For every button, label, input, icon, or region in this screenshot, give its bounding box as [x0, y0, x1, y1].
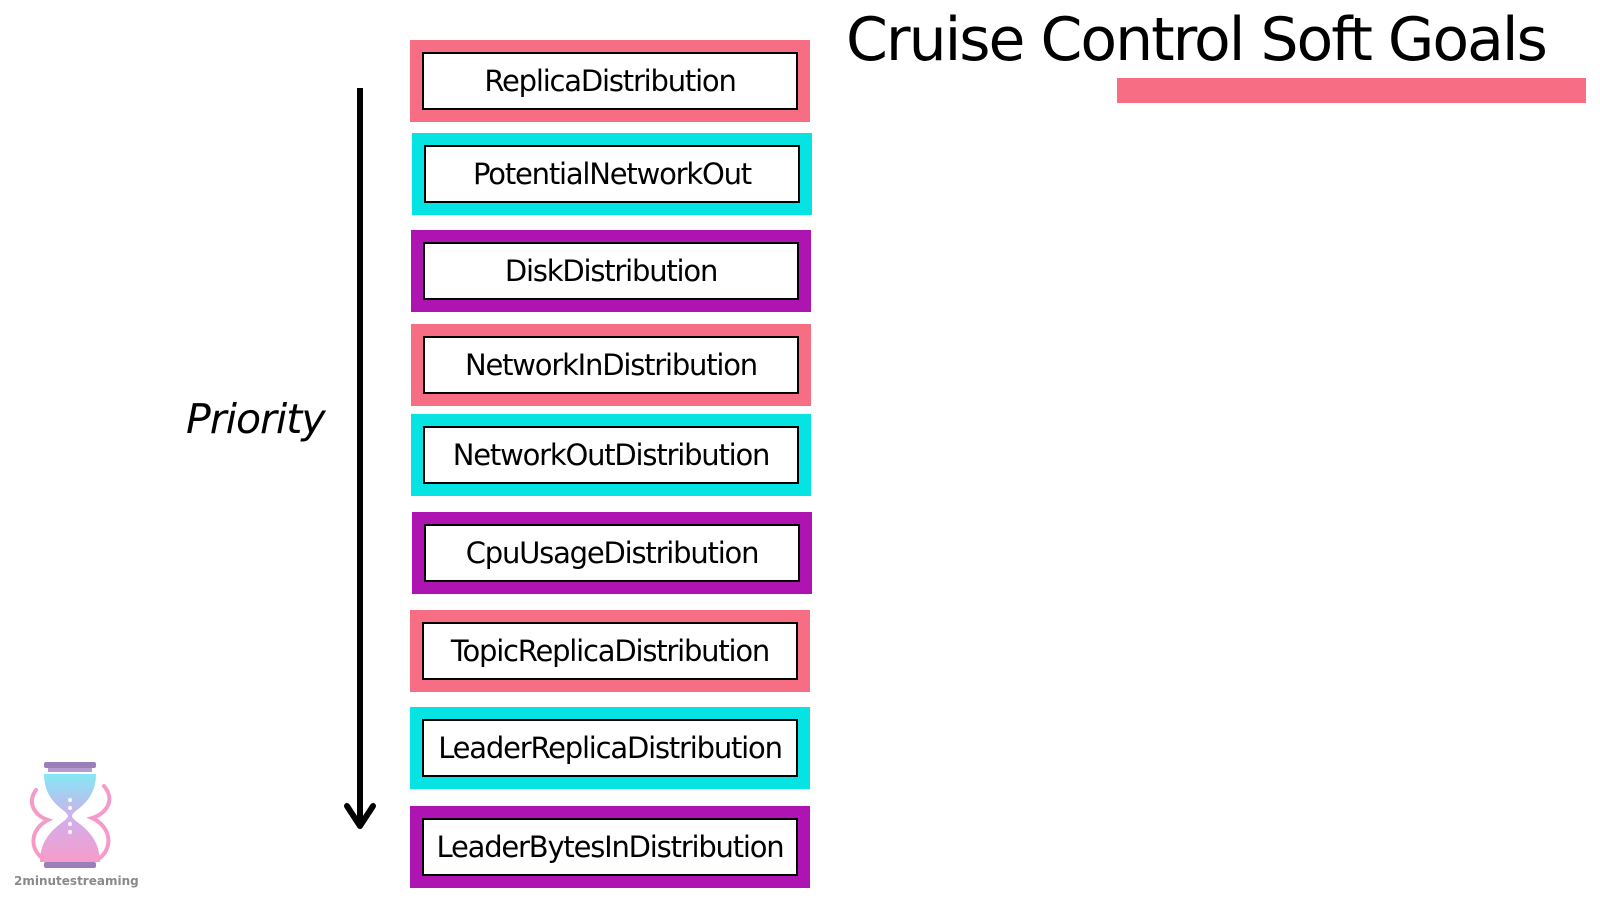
goal-label-box: LeaderReplicaDistribution — [422, 719, 798, 777]
goal-label: DiskDistribution — [504, 254, 718, 288]
title-underline — [1117, 78, 1586, 103]
goal-label-box: DiskDistribution — [423, 242, 799, 300]
goal-box: NetworkInDistribution — [411, 324, 811, 406]
goal-label: CpuUsageDistribution — [465, 536, 760, 570]
goal-label: LeaderBytesInDistribution — [436, 830, 785, 864]
goal-box: PotentialNetworkOut — [412, 133, 812, 215]
goal-label-box: NetworkInDistribution — [423, 336, 799, 394]
goal-label-box: ReplicaDistribution — [422, 52, 798, 110]
goal-label: ReplicaDistribution — [484, 64, 737, 98]
hourglass-icon — [29, 762, 112, 868]
goal-box: DiskDistribution — [411, 230, 811, 312]
goal-box: TopicReplicaDistribution — [410, 610, 810, 692]
goal-box: LeaderBytesInDistribution — [410, 806, 810, 888]
goal-label-box: TopicReplicaDistribution — [422, 622, 798, 680]
goal-label: LeaderReplicaDistribution — [438, 731, 783, 765]
goal-box: LeaderReplicaDistribution — [410, 707, 810, 789]
goal-label-box: NetworkOutDistribution — [423, 426, 799, 484]
goal-label: TopicReplicaDistribution — [450, 634, 770, 668]
goal-box: CpuUsageDistribution — [412, 512, 812, 594]
goal-label: NetworkOutDistribution — [452, 438, 771, 472]
goal-label: PotentialNetworkOut — [473, 157, 752, 191]
goal-label-box: LeaderBytesInDistribution — [422, 818, 798, 876]
goal-box: NetworkOutDistribution — [411, 414, 811, 496]
logo-text: 2minutestreaming — [14, 874, 139, 888]
goal-label: NetworkInDistribution — [464, 348, 758, 382]
goal-label-box: CpuUsageDistribution — [424, 524, 800, 582]
priority-arrow-icon — [344, 88, 376, 829]
priority-label: Priority — [186, 395, 326, 443]
goal-label-box: PotentialNetworkOut — [424, 145, 800, 203]
page-title: Cruise Control Soft Goals — [846, 5, 1548, 75]
goal-box: ReplicaDistribution — [410, 40, 810, 122]
